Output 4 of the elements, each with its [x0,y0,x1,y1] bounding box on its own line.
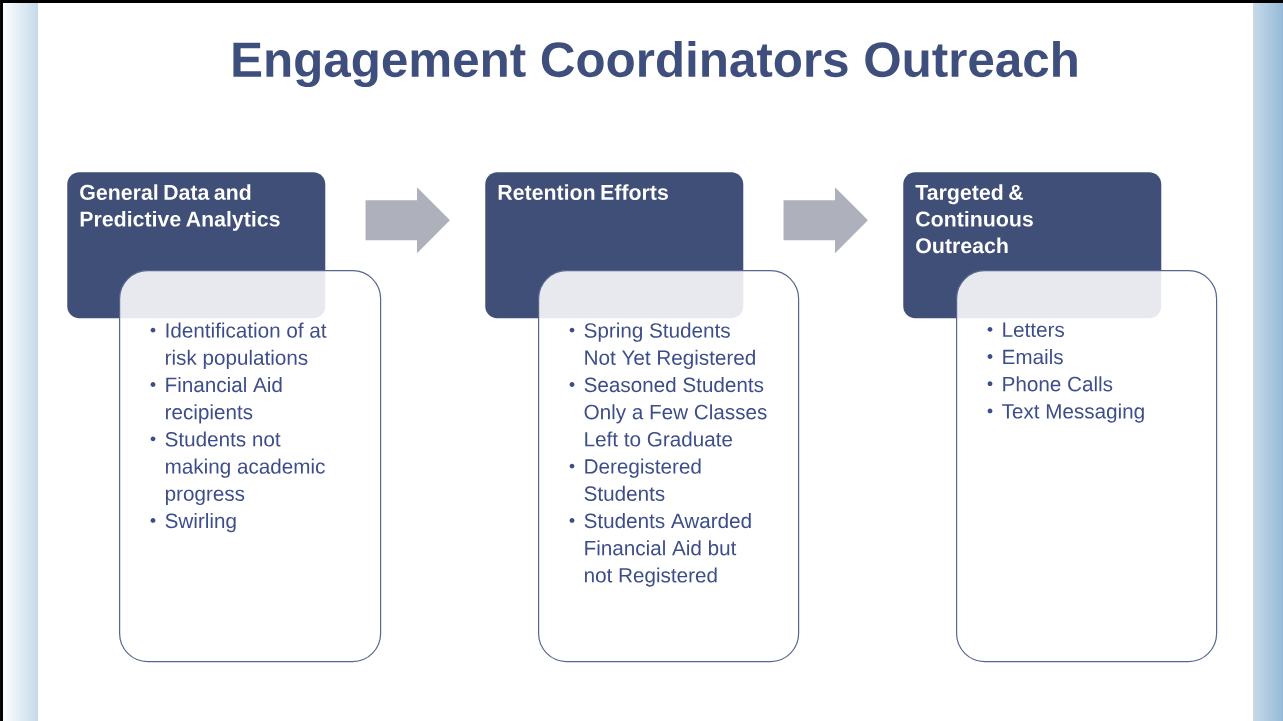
list-box: Identification of at risk populations Financial Aid recipients Students not making academic progress Swirling [119,270,382,663]
list-box: Spring Students Not Yet Registered Seasoned Students Only a Few Classes Left to Graduate Deregistered Students Students Awarded Financial Aid but not Registered [538,270,800,663]
list-box: Letters Emails Phone Calls Text Messaging [956,270,1218,663]
title: Engagement Coordinators Outreach [233,40,1077,88]
